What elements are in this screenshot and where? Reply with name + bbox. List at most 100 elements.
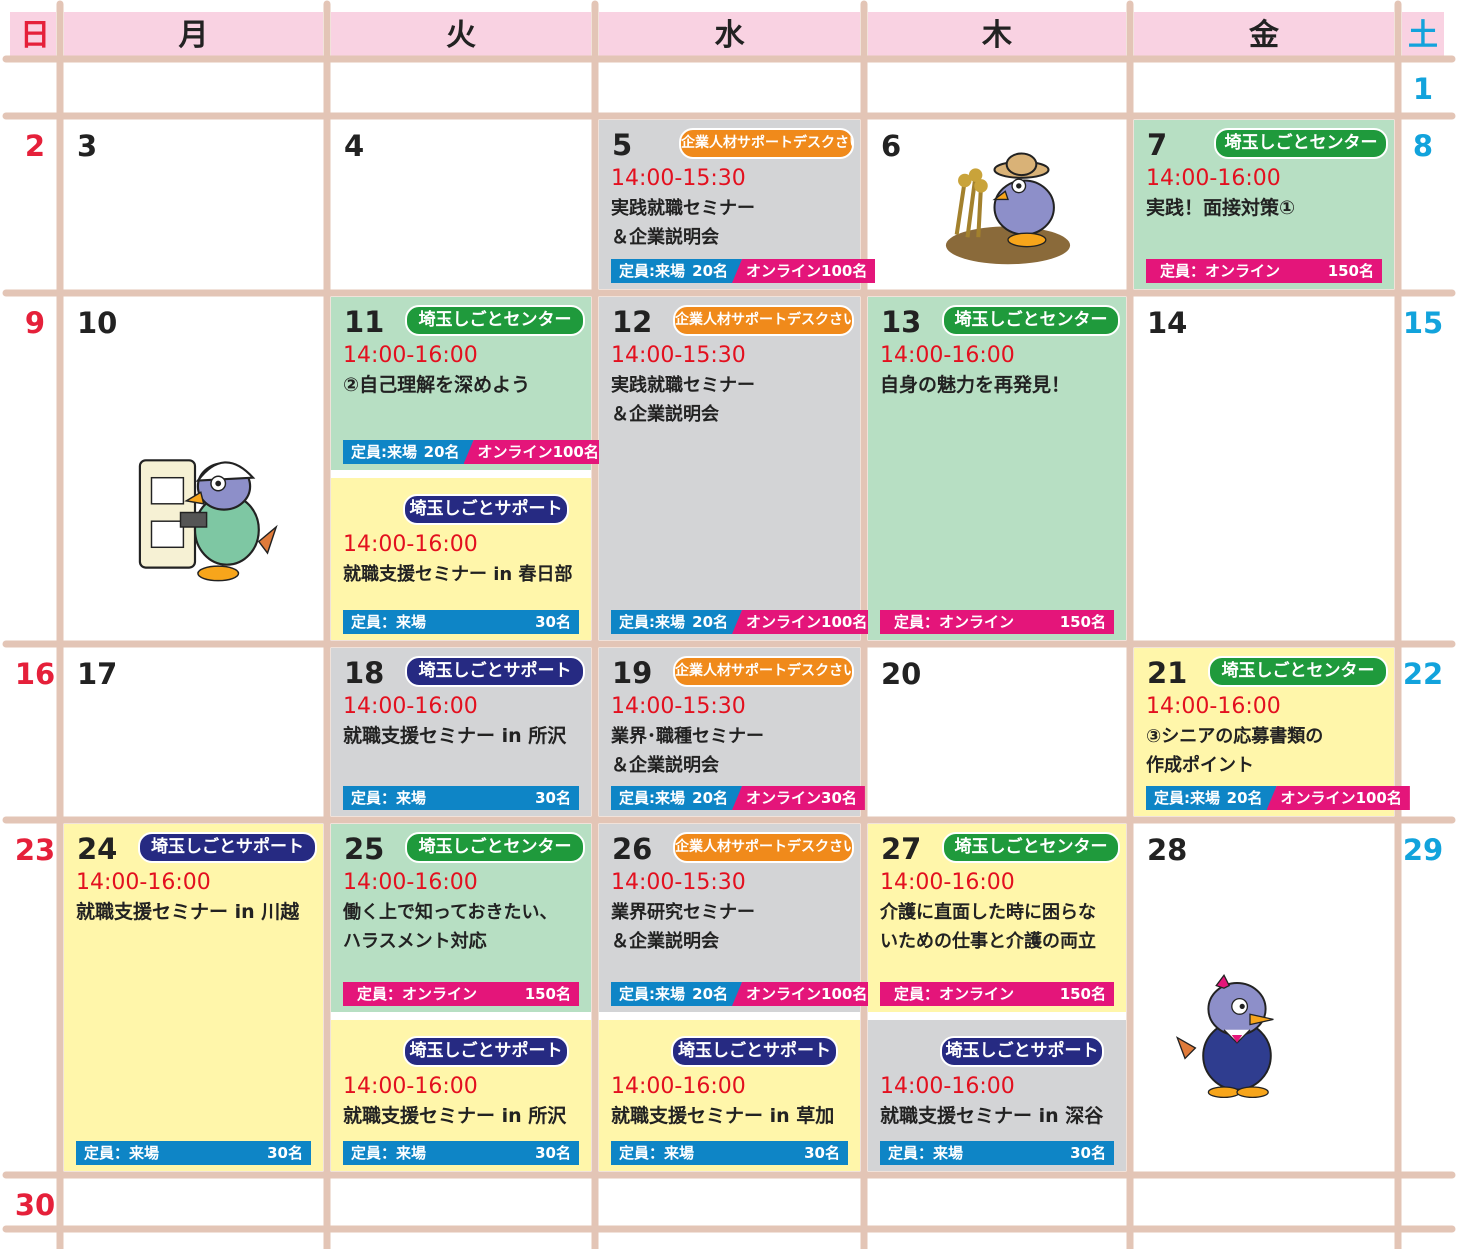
day-number: 30 bbox=[14, 1188, 56, 1222]
event-day-number: 12 bbox=[612, 305, 653, 339]
capacity-online-count: 30名 bbox=[821, 789, 857, 807]
day-number: 23 bbox=[14, 833, 56, 867]
capacity-online-label: オンライン bbox=[746, 613, 822, 631]
organizer-badge[interactable]: 埼玉しごとセンター bbox=[942, 832, 1120, 863]
organizer-badge[interactable]: 企業人材サポートデスクさいたま bbox=[673, 305, 854, 336]
day-number: 22 bbox=[1402, 657, 1444, 691]
organizer-badge[interactable]: 埼玉しごとセンター bbox=[1208, 656, 1388, 687]
capacity-venue-label: 定員：来場 bbox=[351, 613, 427, 631]
capacity-venue: 定員：来場 30名 bbox=[880, 1141, 1114, 1165]
day-number: 3 bbox=[77, 129, 98, 163]
weekday-header-bg bbox=[10, 12, 56, 59]
capacity-online-count: 100名 bbox=[1355, 789, 1402, 807]
event-day-number: 5 bbox=[612, 128, 633, 162]
organizer-badge[interactable]: 企業人材サポートデスクさいたま bbox=[673, 656, 854, 687]
organizer-badge[interactable]: 企業人材サポートデスクさいたま bbox=[673, 832, 854, 863]
capacity-venue: 定員：来場 30名 bbox=[343, 610, 579, 634]
capacity-venue-label: 定員:来場 bbox=[351, 443, 417, 461]
organizer-badge[interactable]: 埼玉しごとセンター bbox=[1214, 128, 1388, 159]
event-title: 就職支援セミナー in 草加 bbox=[611, 1105, 835, 1127]
capacity-venue-count: 30名 bbox=[804, 1144, 840, 1162]
weekday-header-bg bbox=[1134, 12, 1394, 59]
capacity-online-label: 定員：オンライン bbox=[1160, 262, 1281, 280]
organizer-badge[interactable]: 埼玉しごとサポート bbox=[403, 1036, 569, 1067]
event-time: 14:00-16:00 bbox=[343, 343, 478, 368]
capacity-venue-count: 20名 bbox=[692, 985, 729, 1003]
event-day-number: 26 bbox=[612, 832, 653, 866]
capacity-online-label: 定員：オンライン bbox=[894, 613, 1015, 631]
weekday-header-3: 水 bbox=[714, 18, 745, 53]
event-day-number: 27 bbox=[881, 832, 922, 866]
event-time: 14:00-15:30 bbox=[611, 694, 746, 719]
capacity-venue: 定員:来場 20名 bbox=[343, 440, 474, 464]
day-number: 9 bbox=[24, 306, 46, 340]
event-time: 14:00-15:30 bbox=[611, 343, 746, 368]
capacity-venue-label: 定員：来場 bbox=[888, 1144, 964, 1162]
organizer-badge[interactable]: 埼玉しごとセンター bbox=[405, 305, 585, 336]
event-title: 働く上で知っておきたい、 ハラスメント対応 bbox=[343, 902, 558, 952]
event-day-number: 19 bbox=[612, 656, 653, 690]
event-time: 14:00-16:00 bbox=[76, 870, 211, 895]
day-number: 8 bbox=[1412, 129, 1434, 163]
day-number: 14 bbox=[1147, 306, 1188, 340]
organizer-badge[interactable]: 埼玉しごとセンター bbox=[942, 305, 1120, 336]
event-title: 介護に直面した時に困らな いための仕事と介護の両立 bbox=[880, 902, 1096, 952]
capacity-venue-count: 20名 bbox=[1226, 789, 1263, 807]
event-time: 14:00-16:00 bbox=[343, 694, 478, 719]
event-time: 14:00-16:00 bbox=[611, 1074, 746, 1099]
organizer-badge[interactable]: 埼玉しごとサポート bbox=[405, 656, 585, 687]
event-day-number: 21 bbox=[1147, 656, 1188, 690]
event-time: 14:00-16:00 bbox=[343, 1074, 478, 1099]
day-number: 15 bbox=[1402, 306, 1444, 340]
weekday-header-bg bbox=[64, 12, 323, 59]
capacity-online-count: 100名 bbox=[821, 613, 868, 631]
capacity-venue-count: 30名 bbox=[535, 613, 571, 631]
organizer-badge[interactable]: 埼玉しごとサポート bbox=[671, 1036, 838, 1067]
organizer-badge[interactable]: 企業人材サポートデスクさいたま bbox=[679, 128, 854, 159]
event-title: 就職支援セミナー in 所沢 bbox=[343, 725, 567, 747]
capacity-venue-count: 20名 bbox=[692, 613, 729, 631]
organizer-badge[interactable]: 埼玉しごとサポート bbox=[403, 494, 569, 525]
weekday-header-bg bbox=[868, 12, 1126, 59]
capacity-venue-label: 定員:来場 bbox=[619, 613, 685, 631]
capacity-venue-count: 20名 bbox=[423, 443, 460, 461]
event-time: 14:00-16:00 bbox=[343, 532, 478, 557]
organizer-badge[interactable]: 埼玉しごとセンター bbox=[405, 832, 585, 863]
capacity-venue-label: 定員:来場 bbox=[619, 985, 685, 1003]
capacity-online-count: 100名 bbox=[821, 985, 868, 1003]
capacity-online-count: 100名 bbox=[552, 443, 599, 461]
organizer-badge[interactable]: 埼玉しごとサポート bbox=[138, 832, 317, 863]
capacity-venue-count: 30名 bbox=[1070, 1144, 1106, 1162]
capacity-venue-count: 20名 bbox=[692, 262, 729, 280]
organizer-badge[interactable]: 埼玉しごとサポート bbox=[940, 1036, 1104, 1067]
